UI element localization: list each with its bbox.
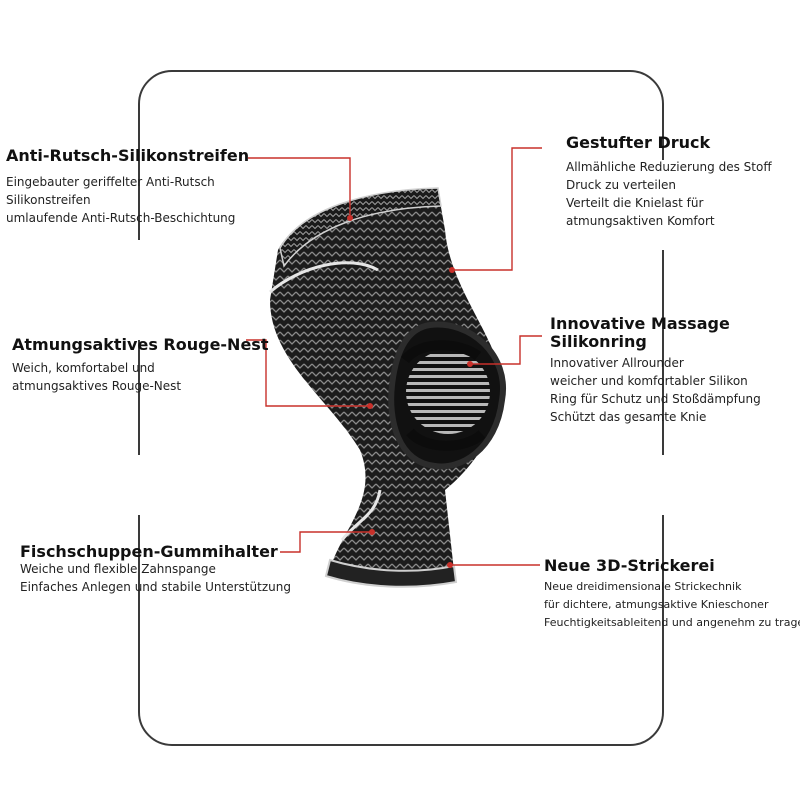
desc-line: Allmähliche Reduzierung des Stoff — [566, 160, 772, 174]
desc-line: atmungsaktiven Komfort — [566, 214, 715, 228]
desc-line: Weich, komfortabel und — [12, 361, 155, 375]
feature-desc-3d-knit: Neue dreidimensionale Strickechnik für d… — [544, 578, 800, 632]
outline-frame — [138, 70, 664, 746]
frame-gap-left-bottom — [130, 455, 150, 515]
sleeve-body — [270, 190, 502, 585]
desc-line: Druck zu verteilen — [566, 178, 677, 192]
desc-line: Silikonstreifen — [6, 193, 91, 207]
desc-line: Verteilt die Knielast für — [566, 196, 704, 210]
feature-title-anti-slip: Anti-Rutsch-Silikonstreifen — [6, 146, 250, 165]
patella-pad — [406, 350, 490, 434]
desc-line: Neue dreidimensionale Strickechnik — [544, 580, 742, 593]
feature-desc-breathable-nest: Weich, komfortabel und atmungsaktives Ro… — [12, 359, 181, 395]
desc-line: Eingebauter geriffelter Anti-Rutsch — [6, 175, 215, 189]
feature-desc-anti-slip: Eingebauter geriffelter Anti-Rutsch Sili… — [6, 173, 235, 227]
desc-line: umlaufende Anti-Rutsch-Beschichtung — [6, 211, 236, 225]
top-cuff — [279, 187, 442, 268]
bottom-cuff — [324, 558, 458, 588]
desc-line: Ring für Schutz und Stoßdämpfung — [550, 392, 761, 406]
feature-desc-fishscale-holder: Weiche und flexible Zahnspange Einfaches… — [20, 560, 291, 596]
frame-gap-right-top — [655, 160, 675, 250]
feature-title-massage-ring: Innovative Massage Silikonring — [550, 315, 730, 351]
feature-title-breathable-nest: Atmungsaktives Rouge-Nest — [12, 335, 269, 354]
frame-gap-right-bottom — [655, 455, 675, 515]
feature-title-3d-knit: Neue 3D-Strickerei — [544, 556, 715, 575]
desc-line: Feuchtigkeitsableitend und angenehm zu t… — [544, 616, 800, 629]
feature-title-fishscale-holder: Fischschuppen-Gummihalter — [20, 542, 278, 561]
desc-line: für dichtere, atmungsaktive Knieschoner — [544, 598, 769, 611]
desc-line: Weiche und flexible Zahnspange — [20, 562, 216, 576]
side-seam-top — [269, 261, 379, 294]
feature-desc-graduated-pressure: Allmähliche Reduzierung des Stoff Druck … — [566, 158, 772, 230]
desc-line: weicher und komfortabler Silikon — [550, 374, 748, 388]
desc-line: Einfaches Anlegen und stabile Unterstütz… — [20, 580, 291, 594]
desc-line: Innovativer Allrounder — [550, 356, 684, 370]
title-line: Innovative Massage — [550, 314, 730, 333]
knee-sleeve-image — [269, 187, 507, 588]
desc-line: Schützt das gesamte Knie — [550, 410, 707, 424]
frame-gap-left-top — [130, 240, 150, 340]
title-line: Silikonring — [550, 332, 647, 351]
side-seam-bottom — [340, 489, 382, 541]
feature-title-graduated-pressure: Gestufter Druck — [566, 133, 711, 152]
desc-line: atmungsaktives Rouge-Nest — [12, 379, 182, 393]
feature-desc-massage-ring: Innovativer Allrounder weicher und komfo… — [550, 354, 761, 426]
